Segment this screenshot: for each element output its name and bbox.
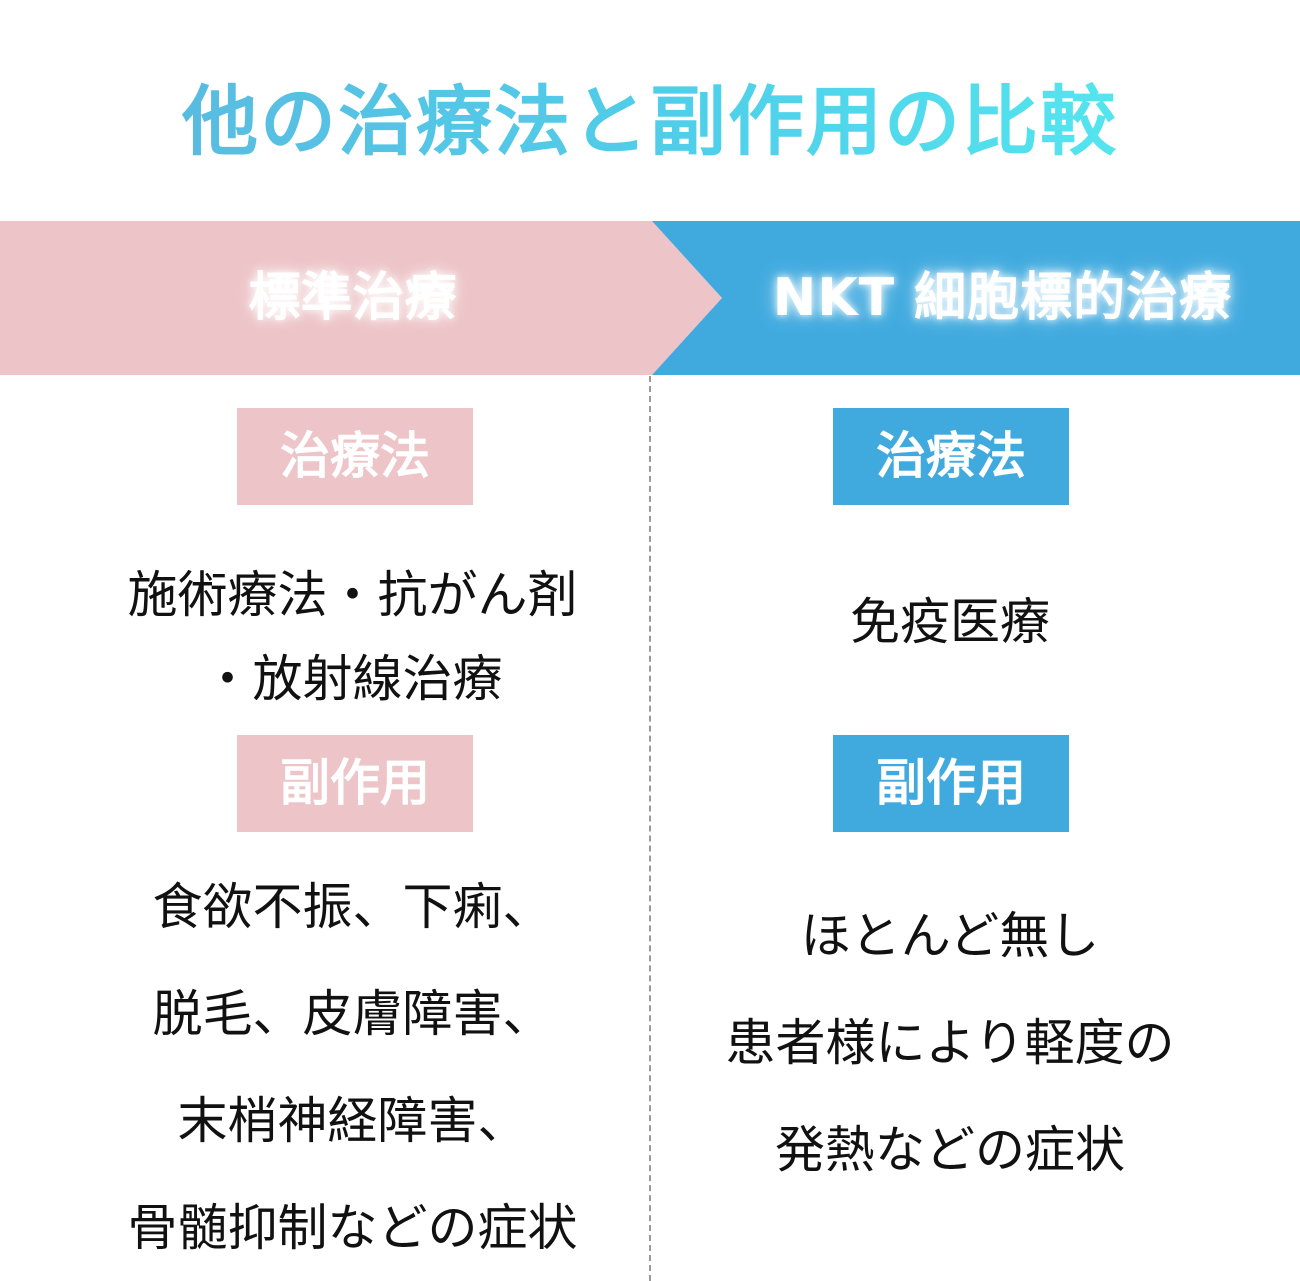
right-treatment-text: 免疫医療 — [650, 590, 1250, 654]
banner-right-block — [652, 221, 1300, 375]
standard-treatment-label: 標準治療 — [248, 268, 457, 328]
left-treatment-text: 施術療法・抗がん剤 ・放射線治療 — [0, 553, 705, 721]
banner-shapes — [0, 221, 1300, 375]
left-side-effect-line: 脱毛、皮膚障害、 — [152, 985, 553, 1043]
left-treatment-line: ・放射線治療 — [202, 650, 503, 708]
right-treatment-badge: 治療法 — [833, 408, 1069, 505]
right-side-effect-badge: 副作用 — [833, 735, 1069, 832]
column-divider — [649, 376, 651, 1281]
right-side-effect-line: 発熱などの症状 — [775, 1121, 1125, 1179]
nkt-treatment-label: NKT 細胞標的治療 — [772, 268, 1233, 328]
left-side-effect-line: 食欲不振、下痢、 — [152, 878, 553, 936]
left-side-effect-badge: 副作用 — [237, 735, 473, 832]
right-side-effect-line: 患者様により軽度の — [725, 1014, 1175, 1072]
left-treatment-line: 施術療法・抗がん剤 — [127, 566, 578, 624]
left-side-effect-text: 食欲不振、下痢、 脱毛、皮膚障害、 末梢神経障害、 骨髄抑制などの症状 — [0, 854, 705, 1281]
page-title: 他の治療法と副作用の比較 — [0, 66, 1300, 178]
comparison-banner: 標準治療 NKT 細胞標的治療 — [0, 221, 1300, 375]
left-side-effect-line: 末梢神経障害、 — [177, 1092, 528, 1150]
right-side-effect-line: ほとんど無し — [800, 907, 1100, 965]
left-treatment-badge: 治療法 — [237, 408, 473, 505]
right-treatment-line: 免疫医療 — [850, 593, 1050, 651]
banner-left-arrow — [0, 221, 722, 375]
right-side-effect-text: ほとんど無し 患者様により軽度の 発熱などの症状 — [650, 883, 1250, 1204]
left-side-effect-line: 骨髄抑制などの症状 — [127, 1199, 578, 1257]
